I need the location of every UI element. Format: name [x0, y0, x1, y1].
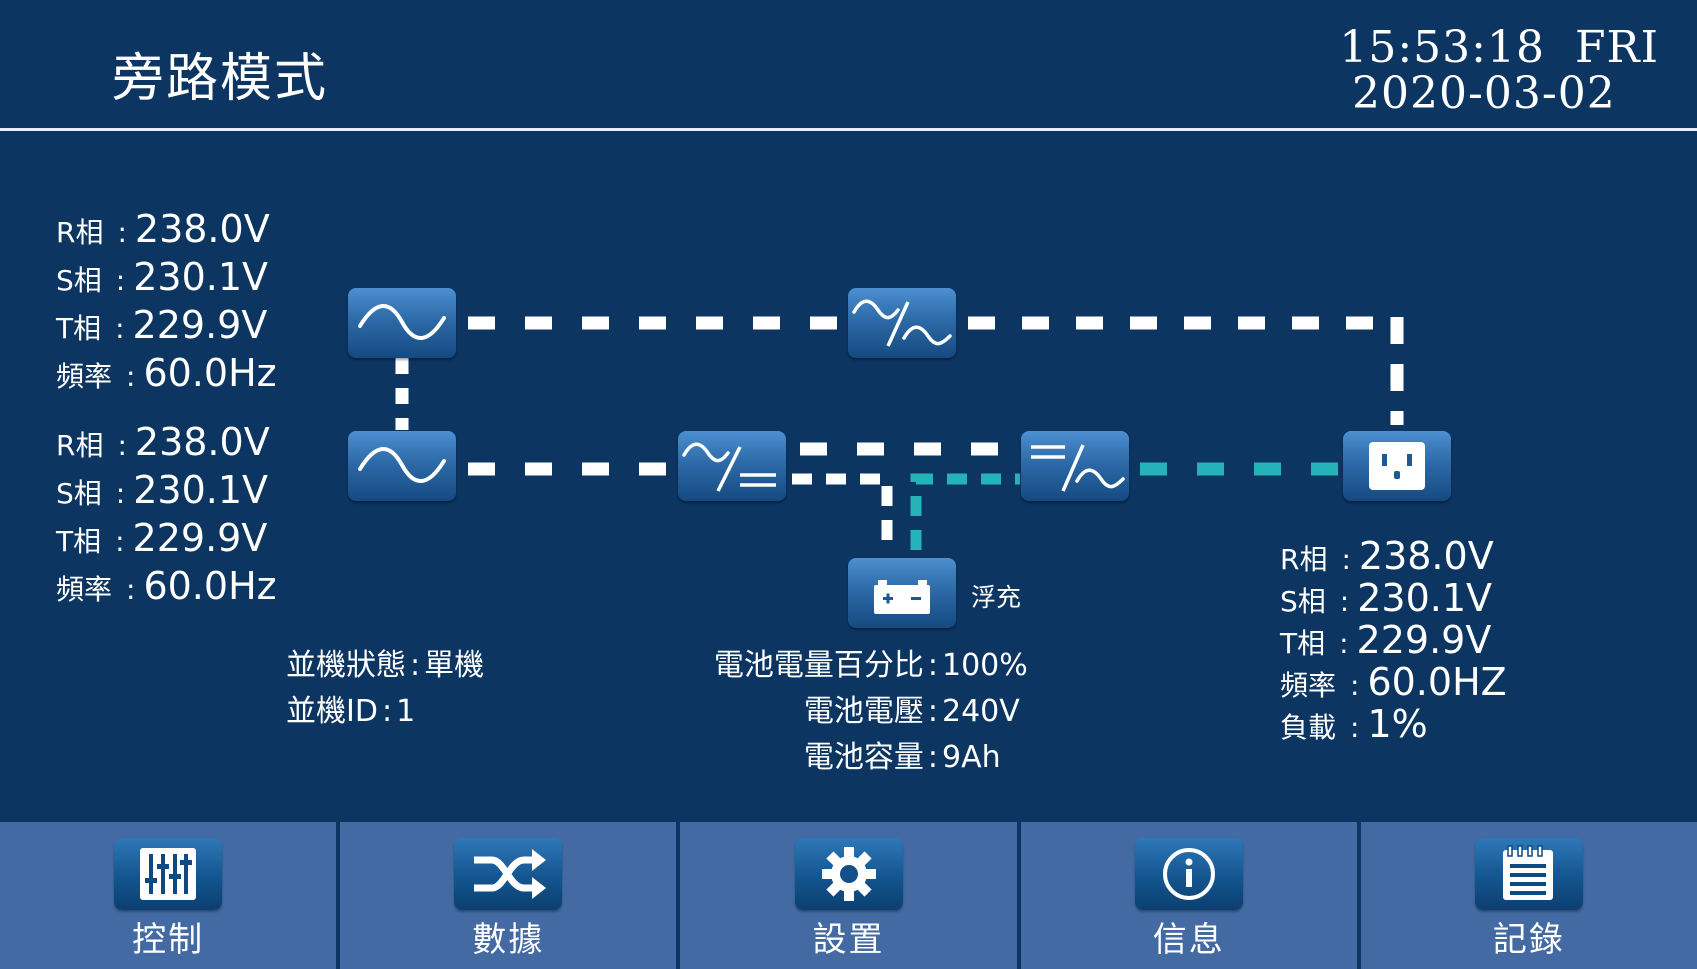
reading-row: R相:238.0V — [56, 420, 277, 468]
bottom-nav: 控制 數據 — [0, 822, 1697, 969]
info-label: 電池電壓 — [803, 694, 924, 729]
info-label: 電池電量百分比 — [713, 648, 924, 683]
battery-info: 電池電量百分比:100% 電池電壓:240V 電池容量:9Ah — [660, 643, 1028, 781]
flow-line-battery — [910, 473, 1020, 550]
nav-data[interactable]: 數據 — [340, 822, 681, 969]
battery-icon — [874, 580, 930, 614]
reading-value: 229.9V — [1356, 618, 1492, 662]
nav-info[interactable]: 信息 — [1021, 822, 1361, 969]
reading-label: S相 — [56, 477, 102, 510]
header-bar: 旁路模式 15:53:18 FRI 2020-03-02 — [0, 0, 1697, 131]
output-readings: R相:238.0V S相:230.1V T相:229.9V 頻率:60.0HZ … — [1280, 537, 1507, 747]
reading-label: 頻率 — [1280, 669, 1337, 702]
reading-label: 負載 — [1280, 711, 1337, 744]
reading-value: 230.1V — [133, 468, 268, 512]
reading-label: R相 — [1280, 543, 1328, 576]
inverter-node[interactable] — [1021, 431, 1129, 501]
reading-label: T相 — [56, 312, 102, 345]
reading-row: T相:229.9V — [56, 516, 277, 564]
reading-value: 230.1V — [133, 255, 268, 299]
battery-status: 浮充 — [971, 583, 1022, 612]
reading-label: S相 — [1280, 585, 1326, 618]
reading-label: R相 — [56, 216, 104, 249]
nav-label: 數據 — [472, 920, 545, 960]
reading-row: T相:229.9V — [1280, 618, 1492, 662]
rectifier-icon — [682, 442, 776, 492]
output-node[interactable] — [1343, 431, 1451, 501]
bypass-input-node[interactable] — [348, 288, 456, 358]
info-value: 1 — [396, 694, 416, 729]
nav-label: 信息 — [1152, 920, 1225, 960]
reading-label: T相 — [1280, 627, 1326, 660]
nav-label: 控制 — [132, 920, 205, 960]
reading-label: S相 — [56, 264, 102, 297]
reading-row: 頻率:60.0Hz — [56, 351, 277, 399]
reading-row: 負載:1% — [1280, 702, 1428, 746]
mode-title: 旁路模式 — [112, 49, 329, 109]
nav-label: 設置 — [812, 920, 885, 960]
reading-row: S相:230.1V — [1280, 576, 1492, 620]
reading-value: 238.0V — [134, 420, 270, 464]
ac-wave-icon — [358, 447, 446, 483]
reading-value: 238.0V — [1358, 534, 1494, 578]
time-value: 15:53:18 — [1339, 22, 1545, 73]
info-value: 單機 — [424, 648, 485, 683]
reading-value: 238.0V — [134, 207, 270, 251]
power-flow-diagram — [395, 316, 1404, 550]
info-value: 9Ah — [942, 740, 1001, 775]
reading-value: 229.9V — [132, 516, 268, 560]
reading-value: 229.9V — [132, 303, 268, 347]
nav-records[interactable]: 記錄 — [1361, 822, 1697, 969]
ac-ac-icon — [852, 299, 952, 347]
reading-row: T相:229.9V — [56, 303, 277, 351]
info-value: 240V — [942, 694, 1020, 729]
info-icon[interactable] — [1134, 838, 1243, 910]
log-icon[interactable] — [1474, 838, 1583, 910]
reading-row: 頻率:60.0Hz — [56, 564, 277, 612]
info-label: 並機狀態 — [286, 648, 406, 683]
reading-label: 頻率 — [56, 573, 113, 606]
reading-label: 頻率 — [56, 360, 113, 393]
bypass-input-readings: R相:238.0V S相:230.1V T相:229.9V 頻率:60.0Hz — [56, 207, 277, 399]
outlet-icon — [1369, 442, 1425, 490]
gear-icon[interactable] — [794, 838, 903, 910]
inverter-icon — [1031, 444, 1125, 492]
reading-row: S相:230.1V — [56, 468, 277, 516]
info-row: 並機ID:1 — [286, 689, 484, 735]
info-row: 並機狀態:單機 — [286, 643, 484, 689]
sliders-icon[interactable] — [114, 838, 223, 910]
reading-row: R相:238.0V — [56, 207, 277, 255]
reading-label: T相 — [56, 525, 102, 558]
info-row: 電池電壓:240V — [660, 689, 1028, 735]
main-input-readings: R相:238.0V S相:230.1V T相:229.9V 頻率:60.0Hz — [56, 420, 277, 612]
reading-value: 60.0Hz — [143, 351, 277, 395]
bypass-switch-node[interactable] — [848, 288, 956, 358]
reading-value: 230.1V — [1357, 576, 1492, 620]
info-label: 電池容量 — [803, 740, 924, 775]
nav-control[interactable]: 控制 — [0, 822, 341, 969]
reading-row: 頻率:60.0HZ — [1280, 660, 1507, 704]
date-value: 2020-03-02 — [1352, 68, 1616, 119]
nav-label: 記錄 — [1492, 920, 1565, 960]
reading-value: 60.0Hz — [143, 564, 277, 608]
rectifier-node[interactable] — [678, 431, 786, 501]
parallel-info: 並機狀態:單機 並機ID:1 — [286, 643, 484, 735]
info-label: 並機ID — [286, 694, 378, 729]
battery-node[interactable] — [848, 558, 956, 628]
main-input-node[interactable] — [348, 431, 456, 501]
flow-line-charge — [792, 473, 893, 550]
info-row: 電池電量百分比:100% — [660, 643, 1028, 689]
weekday-value: FRI — [1574, 22, 1659, 73]
info-row: 電池容量:9Ah — [660, 735, 1028, 781]
reading-value: 1% — [1367, 702, 1428, 746]
reading-row: R相:238.0V — [1280, 534, 1494, 578]
reading-value: 60.0HZ — [1367, 660, 1507, 704]
nav-settings[interactable]: 設置 — [680, 822, 1021, 969]
shuffle-icon[interactable] — [454, 838, 563, 910]
reading-row: S相:230.1V — [56, 255, 277, 303]
ac-wave-icon — [358, 304, 446, 340]
clock-time: 15:53:18 FRI — [1339, 22, 1659, 73]
reading-label: R相 — [56, 429, 104, 462]
info-value: 100% — [942, 648, 1028, 683]
